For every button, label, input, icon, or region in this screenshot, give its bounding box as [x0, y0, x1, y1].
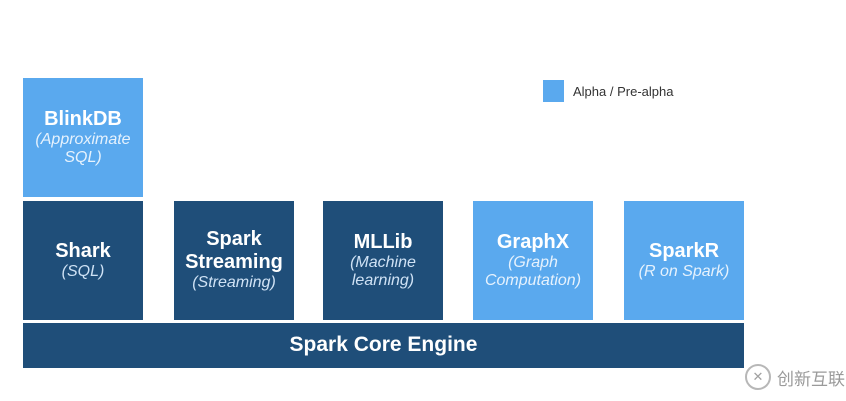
legend-label: Alpha / Pre-alpha	[573, 83, 674, 99]
graphx-box: GraphX (Graph Computation)	[473, 201, 593, 320]
spark-core-engine-bar: Spark Core Engine	[23, 323, 744, 368]
shark-box: Shark (SQL)	[23, 201, 143, 320]
sparkr-title: SparkR	[648, 239, 720, 262]
mllib-box: MLLib (Machine learning)	[323, 201, 443, 320]
spark-core-engine-label: Spark Core Engine	[289, 333, 478, 357]
sparkr-box: SparkR (R on Spark)	[624, 201, 744, 320]
graphx-title: GraphX	[496, 230, 570, 253]
spark-streaming-title-line1: Spark	[206, 228, 262, 251]
watermark: ✕ 创新互联	[745, 364, 845, 390]
shark-title: Shark	[55, 239, 111, 262]
spark-streaming-sub: (Streaming)	[192, 274, 276, 292]
blinkdb-box: BlinkDB (Approximate SQL)	[23, 78, 143, 197]
blinkdb-title: BlinkDB	[44, 107, 122, 130]
legend-swatch	[543, 80, 564, 102]
watermark-logo-icon: ✕	[745, 364, 771, 390]
graphx-sub-line1: (Graph	[508, 253, 558, 271]
mllib-sub-line1: (Machine	[350, 253, 416, 271]
shark-sub: (SQL)	[61, 262, 105, 280]
mllib-title: MLLib	[353, 230, 413, 253]
legend: Alpha / Pre-alpha	[543, 80, 673, 102]
mllib-sub-line2: learning)	[351, 272, 415, 289]
graphx-sub-line2: Computation)	[484, 272, 582, 289]
watermark-text: 创新互联	[777, 369, 845, 389]
blinkdb-sub-line2: SQL)	[64, 149, 102, 166]
blinkdb-sub-line1: (Approximate	[35, 130, 131, 148]
spark-streaming-box: Spark Streaming (Streaming)	[174, 201, 294, 320]
spark-streaming-title-line2: Streaming	[185, 251, 283, 274]
sparkr-sub: (R on Spark)	[638, 262, 730, 280]
